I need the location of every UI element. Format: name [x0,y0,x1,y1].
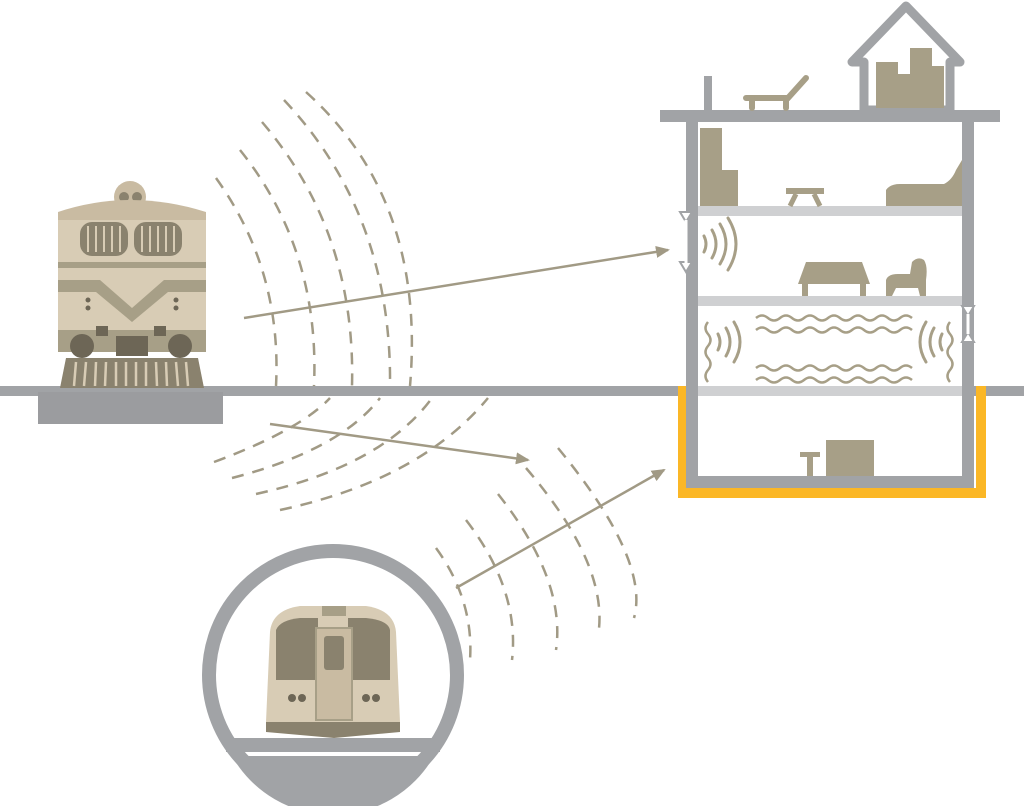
arrow-to-upper-floor [243,245,670,320]
ground-line [0,386,1024,396]
subway-train-icon [266,606,400,738]
floor-3-furniture [700,128,962,208]
track-bed [38,392,223,424]
lounge-chair-icon [743,75,809,111]
floor-2-furniture [798,258,927,296]
multi-storey-building-cutaway-icon [660,1,1000,498]
arrow-through-ground [269,422,530,465]
arrow-from-tunnel [455,468,666,590]
structure-borne-noise [704,314,954,384]
diesel-locomotive-icon [58,181,206,388]
transmission-arrows [243,245,670,590]
tunnel-wavefronts [434,447,638,661]
surface-wavefronts [214,91,414,387]
ground-wavefronts [213,397,489,512]
wall-vibration-arrows [678,211,976,343]
room-sound-waves [702,216,944,364]
basement-furniture [800,440,874,476]
